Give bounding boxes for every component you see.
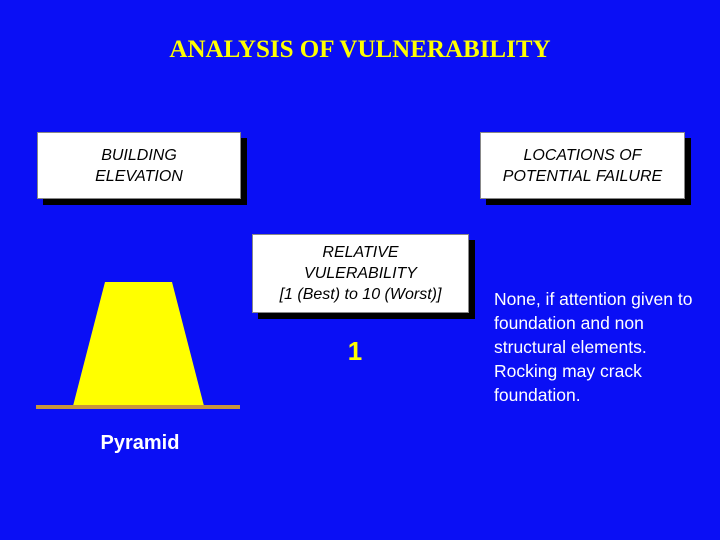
failure-description: None, if attention given to foundation a… [494,289,693,405]
ground-line [36,405,240,409]
header-line: LOCATIONS OF [523,146,642,164]
header-line: BUILDING [101,146,177,164]
locations-of-failure-header: LOCATIONS OF POTENTIAL FAILURE [480,132,685,199]
header-line: RELATIVE [322,244,399,261]
building-elevation-header: BUILDING ELEVATION [37,132,241,199]
header-line: VULERABILITY [304,265,417,282]
relative-vulnerability-header: RELATIVE VULERABILITY [1 (Best) to 10 (Wor… [252,234,469,313]
header-line: POTENTIAL FAILURE [502,167,663,185]
header-line: [1 (Best) to 10 (Worst)] [279,286,442,303]
pyramid-shape [73,282,204,406]
building-type-label: Pyramid [100,432,180,454]
slide-title: ANALYSIS OF VULNERABILITY [169,36,551,63]
header-line: ELEVATION [95,167,183,185]
vulnerability-rating: 1 [347,336,363,366]
